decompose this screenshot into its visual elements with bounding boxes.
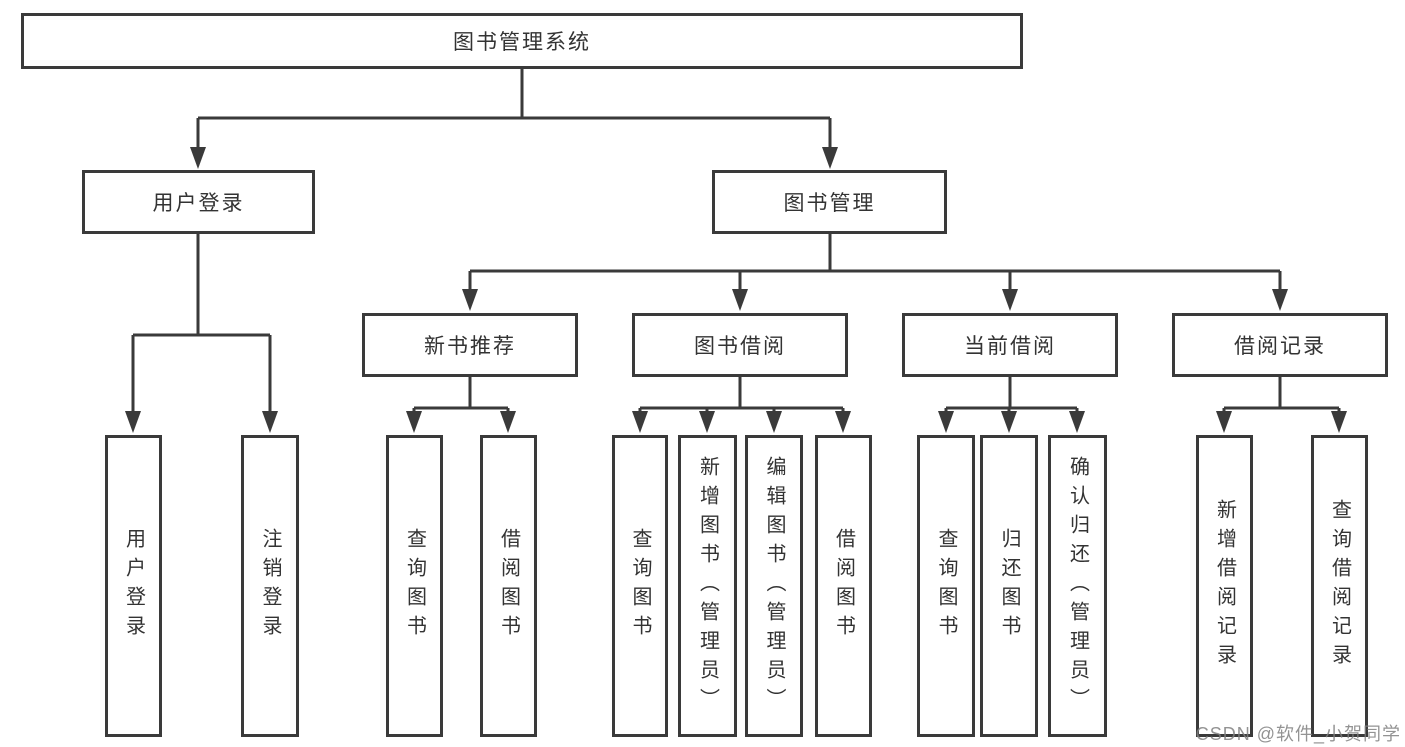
leaf-label: 用户登录: [122, 528, 145, 644]
leaf-label: 借阅图书: [832, 528, 855, 644]
leaf-label: 查询图书: [403, 528, 426, 644]
leaf-add-borrow-record: 新增借阅记录: [1196, 435, 1253, 737]
node-book-borrowing: 图书借阅: [632, 313, 848, 377]
leaf-add-books-admin: 新增图书（管理员）: [678, 435, 737, 737]
leaf-label: 查询图书: [935, 528, 957, 644]
leaf-query-books-3: 查询图书: [917, 435, 975, 737]
node-user-login: 用户登录: [82, 170, 315, 234]
leaf-user-login: 用户登录: [105, 435, 162, 737]
leaf-query-books-1: 查询图书: [386, 435, 443, 737]
leaf-label: 查询借阅记录: [1328, 499, 1351, 673]
node-borrowing-records: 借阅记录: [1172, 313, 1388, 377]
csdn-watermark: CSDN @软件_小贺同学: [1195, 724, 1401, 744]
leaf-query-borrow-record: 查询借阅记录: [1311, 435, 1368, 737]
leaf-borrow-books-2: 借阅图书: [815, 435, 872, 737]
leaf-label: 查询图书: [629, 528, 651, 644]
node-book-management: 图书管理: [712, 170, 947, 234]
leaf-label: 归还图书: [998, 528, 1020, 644]
leaf-edit-books-admin: 编辑图书（管理员）: [745, 435, 803, 737]
leaf-query-books-2: 查询图书: [612, 435, 668, 737]
node-library-management-system: 图书管理系统: [21, 13, 1023, 69]
leaf-label: 注销登录: [259, 528, 281, 644]
node-new-book-recommend: 新书推荐: [362, 313, 578, 377]
leaf-logout: 注销登录: [241, 435, 299, 737]
leaf-label: 编辑图书（管理员）: [763, 455, 785, 717]
node-current-borrowing: 当前借阅: [902, 313, 1118, 377]
leaf-borrow-books-1: 借阅图书: [480, 435, 537, 737]
leaf-confirm-return-admin: 确认归还（管理员）: [1048, 435, 1107, 737]
leaf-label: 确认归还（管理员）: [1066, 455, 1089, 717]
leaf-label: 借阅图书: [497, 528, 520, 644]
leaf-return-books: 归还图书: [980, 435, 1038, 737]
leaf-label: 新增借阅记录: [1213, 499, 1236, 673]
leaf-label: 新增图书（管理员）: [696, 455, 719, 717]
